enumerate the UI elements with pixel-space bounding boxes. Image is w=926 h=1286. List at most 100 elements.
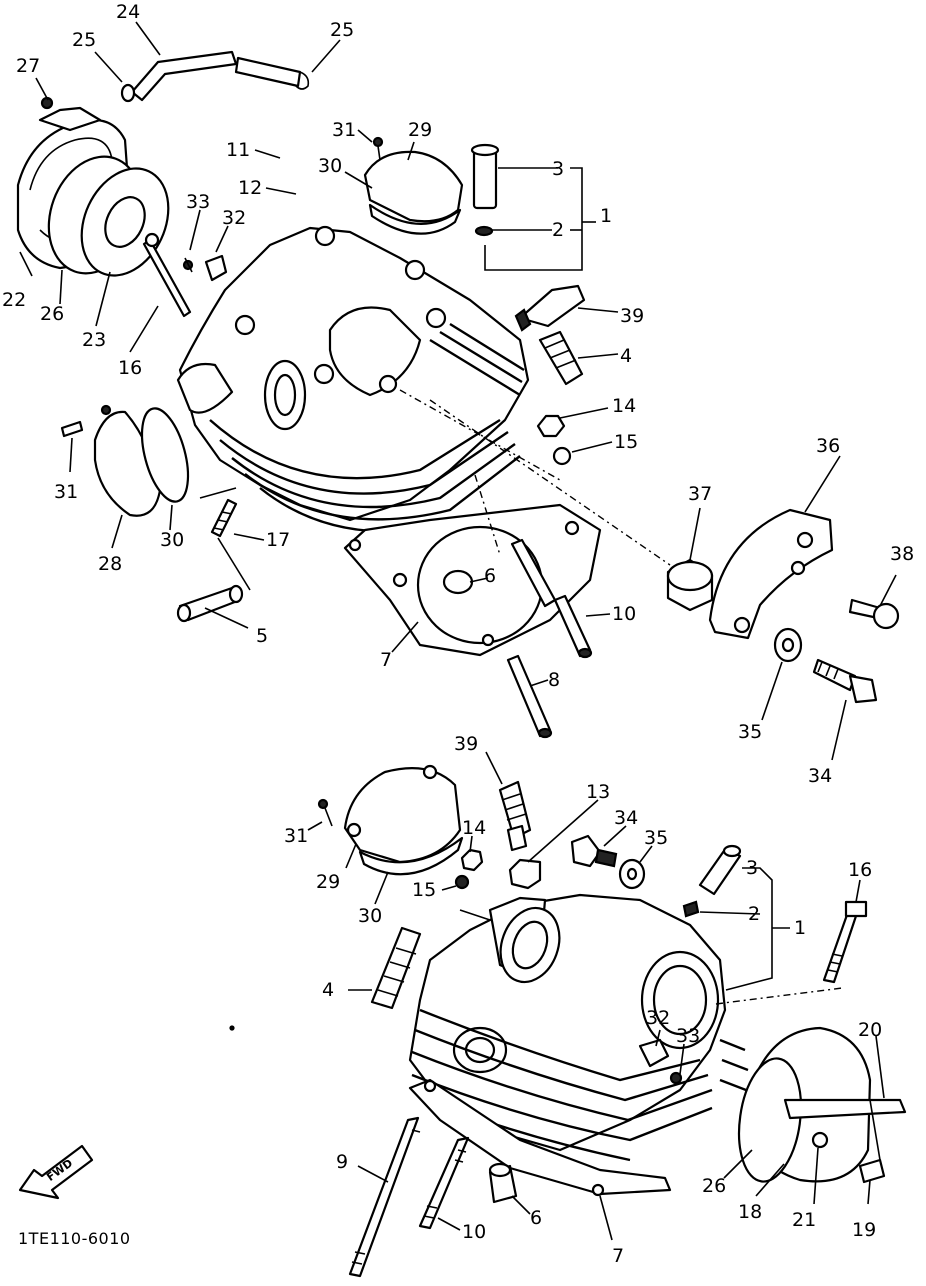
stud-10-lower xyxy=(418,1136,470,1230)
callout-32: 32 xyxy=(646,1007,670,1029)
callout-6: 6 xyxy=(530,1207,542,1229)
dowel-6-upper xyxy=(442,569,474,595)
washer-35-upper xyxy=(773,627,803,663)
valve-guide-upper xyxy=(470,143,500,237)
callout-30: 30 xyxy=(358,905,382,927)
callout-36: 36 xyxy=(816,435,840,457)
callout-26: 26 xyxy=(702,1175,726,1197)
stud-10-upper xyxy=(553,594,593,659)
callout-17: 17 xyxy=(266,529,290,551)
callout-28: 28 xyxy=(98,553,122,575)
callout-14: 14 xyxy=(462,817,486,839)
callout-20: 20 xyxy=(858,1019,882,1041)
callout-7: 7 xyxy=(612,1245,624,1267)
callout-12: 12 xyxy=(238,177,262,199)
callout-8: 8 xyxy=(548,669,560,691)
callout-38: 38 xyxy=(890,543,914,565)
dowel-6-lower xyxy=(488,1162,518,1204)
callout-15: 15 xyxy=(412,879,436,901)
dowel-pin-5 xyxy=(176,584,244,623)
callout-35: 35 xyxy=(644,827,668,849)
bolt-34-lower xyxy=(570,834,646,890)
side-cover-28 xyxy=(60,404,190,517)
nut-14-lower xyxy=(454,848,484,890)
fwd-direction-arrow: FWD xyxy=(18,1144,94,1200)
bolt-38 xyxy=(848,598,900,630)
callout-16: 16 xyxy=(118,357,142,379)
callout-2: 2 xyxy=(748,903,760,925)
callout-3: 3 xyxy=(746,857,758,879)
callout-31: 31 xyxy=(54,481,78,503)
callout-35: 35 xyxy=(738,721,762,743)
cylinder-head-lower xyxy=(408,893,749,1162)
catalog-code: 1TE110-6010 xyxy=(18,1229,131,1248)
lower-assembly: FWD xyxy=(18,733,907,1278)
callout-10: 10 xyxy=(612,603,636,625)
tappet-cover-right xyxy=(737,1026,907,1184)
tappet-cap-lower xyxy=(317,764,464,876)
callout-11: 11 xyxy=(226,139,250,161)
callout-25: 25 xyxy=(72,29,96,51)
cylinder-head-upper xyxy=(176,225,530,533)
cover-plate-left xyxy=(80,167,192,318)
bolt-34-upper xyxy=(812,658,878,704)
leader-lines-lower xyxy=(307,751,885,1241)
stud-8 xyxy=(506,654,553,739)
callout-22: 22 xyxy=(2,289,26,311)
callout-19: 19 xyxy=(852,1219,876,1241)
bolt-16-lower xyxy=(822,900,868,984)
bracket-36 xyxy=(708,508,834,640)
stud-4-upper xyxy=(538,330,584,386)
tappet-cap-upper xyxy=(363,136,464,235)
stud-in-gasket xyxy=(510,538,557,608)
callout-3: 3 xyxy=(552,158,564,180)
callout-26: 26 xyxy=(40,303,64,325)
callout-21: 21 xyxy=(792,1209,816,1231)
callout-34: 34 xyxy=(808,765,832,787)
callout-5: 5 xyxy=(256,625,268,647)
callout-15: 15 xyxy=(614,431,638,453)
valve-guide-lower xyxy=(682,844,742,918)
callout-10: 10 xyxy=(462,1221,486,1243)
callout-32: 32 xyxy=(222,207,246,229)
callout-6: 6 xyxy=(484,565,496,587)
callout-37: 37 xyxy=(688,483,712,505)
callout-4: 4 xyxy=(322,979,334,1001)
head-gasket-lower xyxy=(408,1078,672,1197)
stud-4-lower xyxy=(370,926,422,1010)
spark-plug-upper xyxy=(514,284,586,332)
callout-39: 39 xyxy=(620,305,644,327)
callout-13: 13 xyxy=(586,781,610,803)
callout-1: 1 xyxy=(600,205,612,227)
callout-27: 27 xyxy=(16,55,40,77)
callout-4: 4 xyxy=(620,345,632,367)
callout-1: 1 xyxy=(794,917,806,939)
callout-31: 31 xyxy=(332,119,356,141)
callout-2: 2 xyxy=(552,219,564,241)
callout-29: 29 xyxy=(316,871,340,893)
callout-labels-lower: 39 13 34 14 35 31 3 16 29 15 2 1 30 4 32… xyxy=(284,733,882,1267)
callout-24: 24 xyxy=(116,1,140,23)
callout-7: 7 xyxy=(380,649,392,671)
callout-33: 33 xyxy=(186,191,210,213)
leader-lines-upper xyxy=(19,21,897,761)
stud-9 xyxy=(348,1116,421,1278)
callout-labels-upper: 24 25 25 27 31 29 11 30 3 12 33 32 2 1 2… xyxy=(2,1,914,787)
callout-29: 29 xyxy=(408,119,432,141)
nut-14-upper xyxy=(536,414,572,466)
callout-23: 23 xyxy=(82,329,106,351)
stud-17 xyxy=(210,498,238,538)
callout-30: 30 xyxy=(160,529,184,551)
callout-25: 25 xyxy=(330,19,354,41)
callout-18: 18 xyxy=(738,1201,762,1223)
callout-33: 33 xyxy=(676,1025,700,1047)
callout-30: 30 xyxy=(318,155,342,177)
spacer-37 xyxy=(666,558,714,612)
callout-14: 14 xyxy=(612,395,636,417)
spark-plug-lower xyxy=(498,780,532,852)
breather-hose xyxy=(120,50,310,103)
upper-assembly: 24 25 25 27 31 29 11 30 3 12 33 32 2 1 2… xyxy=(2,1,914,787)
callout-39: 39 xyxy=(454,733,478,755)
bolt-32-33-upper xyxy=(182,254,228,282)
